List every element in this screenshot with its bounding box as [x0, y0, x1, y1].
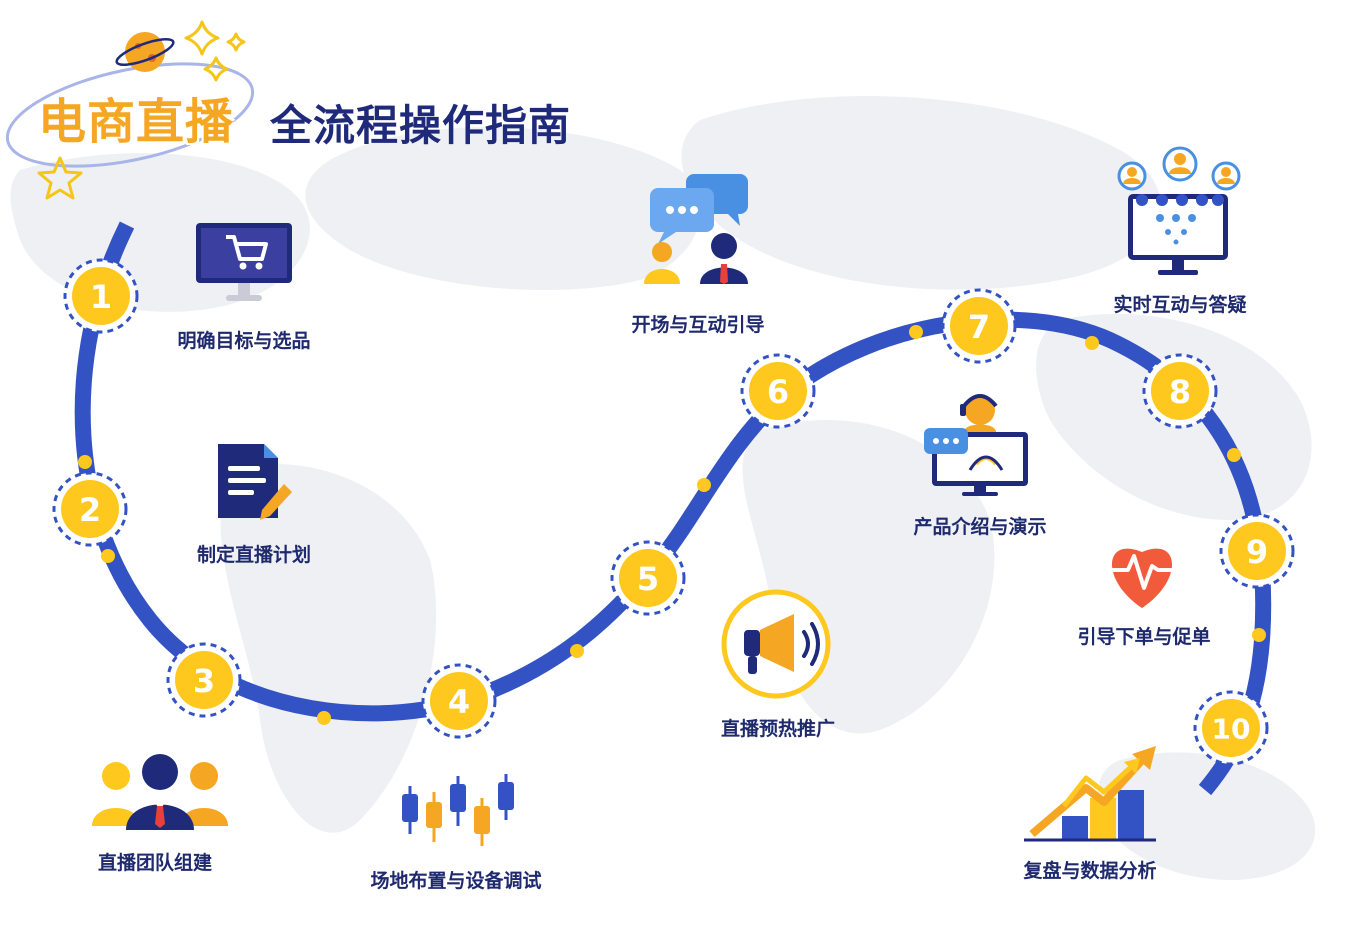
step-number-8: 8	[1169, 373, 1191, 411]
sparkle-icon	[184, 20, 246, 82]
growth-chart-icon	[1024, 746, 1156, 842]
node-dashed-ring	[421, 663, 497, 739]
path-dot	[317, 711, 331, 725]
path-dot	[570, 644, 584, 658]
host-monitor-icon	[924, 394, 1028, 496]
path-dot	[1227, 448, 1241, 462]
step-3-label: 直播团队组建	[97, 852, 213, 874]
step-4-label: 场地布置与设备调试	[370, 870, 542, 892]
node-dashed-ring	[740, 353, 816, 429]
step-node-6: 6	[740, 353, 816, 429]
step-node-2: 2	[52, 471, 128, 547]
step-node-9: 9	[1219, 513, 1295, 589]
node-circle	[175, 651, 233, 709]
shopping-cart-monitor-icon	[196, 223, 292, 301]
step-nodes: 1 2 3 4 5 6 7 8 9 10	[52, 258, 1295, 766]
step-number-3: 3	[193, 662, 215, 700]
path-dot	[78, 455, 92, 469]
step-6-label: 开场与互动引导	[631, 314, 765, 336]
step-node-5: 5	[610, 540, 686, 616]
path-dot	[1252, 628, 1266, 642]
node-dashed-ring	[941, 288, 1017, 364]
step-number-5: 5	[637, 560, 659, 598]
path-dot	[909, 325, 923, 339]
node-dashed-ring	[63, 258, 139, 334]
node-circle	[1202, 699, 1260, 757]
step-7-label: 产品介绍与演示	[913, 516, 1047, 538]
node-dashed-ring	[52, 471, 128, 547]
step-node-1: 1	[63, 258, 139, 334]
node-dashed-ring	[1142, 353, 1218, 429]
node-circle	[72, 267, 130, 325]
step-number-7: 7	[968, 308, 990, 346]
page-title: 全流程操作指南	[270, 101, 572, 150]
step-node-7: 7	[941, 288, 1017, 364]
step-2-label: 制定直播计划	[196, 544, 312, 566]
heartbeat-icon	[1110, 548, 1174, 608]
step-number-9: 9	[1246, 533, 1268, 571]
title-accent: 电商直播	[38, 94, 235, 150]
step-node-3: 3	[166, 642, 242, 718]
step-number-6: 6	[767, 373, 789, 411]
step-8-label: 实时互动与答疑	[1113, 294, 1247, 316]
step-node-8: 8	[1142, 353, 1218, 429]
step-number-2: 2	[79, 491, 101, 529]
node-circle	[1151, 362, 1209, 420]
step-number-10: 10	[1212, 713, 1251, 746]
step-1-label: 明确目标与选品	[177, 330, 311, 352]
path-dots	[78, 325, 1266, 725]
node-circle	[749, 362, 807, 420]
step-10-label: 复盘与数据分析	[1023, 860, 1157, 882]
step-5-label: 直播预热推广	[720, 718, 836, 740]
step-node-10: 10	[1193, 690, 1269, 766]
path-dot	[101, 549, 115, 563]
node-circle	[950, 297, 1008, 355]
node-dashed-ring	[1193, 690, 1269, 766]
step-9-label: 引导下单与促单	[1077, 626, 1211, 648]
star-icon	[37, 156, 83, 200]
step-number-1: 1	[90, 278, 112, 316]
document-pen-icon	[218, 444, 292, 520]
team-icon	[92, 754, 228, 830]
node-circle	[619, 549, 677, 607]
path-dot	[697, 478, 711, 492]
node-dashed-ring	[610, 540, 686, 616]
network-monitor-icon	[1117, 146, 1241, 275]
node-circle	[430, 672, 488, 730]
path-dot	[1085, 336, 1099, 350]
megaphone-icon	[721, 589, 831, 699]
orbit-decoration	[5, 62, 255, 168]
node-circle	[61, 480, 119, 538]
candlestick-icon	[402, 774, 514, 846]
chat-bubbles-icon	[644, 174, 748, 284]
step-number-4: 4	[448, 683, 470, 721]
step-node-4: 4	[421, 663, 497, 739]
node-dashed-ring	[166, 642, 242, 718]
node-circle	[1228, 522, 1286, 580]
node-dashed-ring	[1219, 513, 1295, 589]
planet-icon	[115, 32, 175, 72]
